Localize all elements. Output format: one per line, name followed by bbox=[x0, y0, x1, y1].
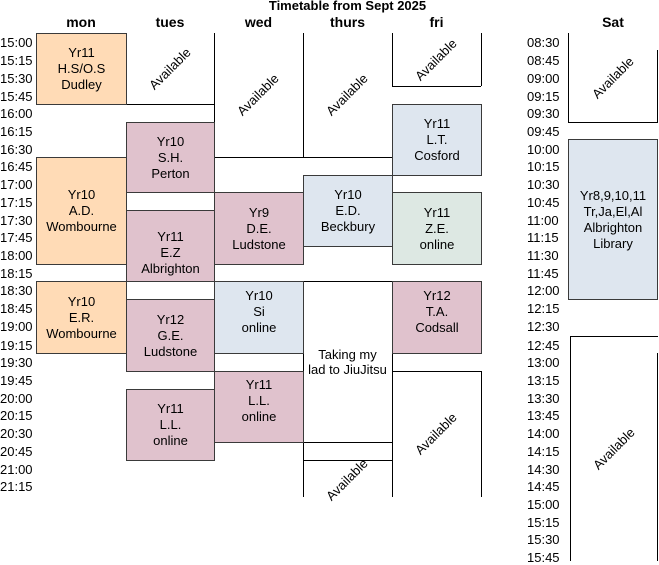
time-label: 11:30 bbox=[527, 248, 559, 263]
time-label: 11:15 bbox=[527, 230, 559, 245]
time-label: 15:45 bbox=[527, 550, 560, 565]
time-label: 15:30 bbox=[527, 532, 560, 547]
time-label: 20:15 bbox=[0, 408, 33, 423]
available-slot-fri-late[interactable]: Available bbox=[412, 409, 461, 458]
time-label: 09:15 bbox=[527, 89, 560, 104]
time-label: 08:30 bbox=[527, 35, 560, 50]
time-label: 15:00 bbox=[0, 35, 33, 50]
time-label: 18:00 bbox=[0, 248, 33, 263]
day-header-sat: Sat bbox=[602, 14, 624, 30]
time-label: 13:15 bbox=[527, 373, 560, 388]
day-header-fri: fri bbox=[429, 14, 444, 30]
time-label: 18:45 bbox=[0, 301, 33, 316]
time-label: 12:45 bbox=[527, 338, 560, 353]
page-title: Timetable from Sept 2025 bbox=[268, 0, 427, 13]
time-label: 21:15 bbox=[0, 479, 33, 494]
time-label: 15:00 bbox=[527, 497, 560, 512]
available-slot-thurs-late[interactable]: Available bbox=[323, 455, 372, 504]
time-label: 10:15 bbox=[527, 159, 560, 174]
time-label: 16:00 bbox=[0, 106, 33, 121]
time-label: 12:15 bbox=[527, 301, 560, 316]
day-header-tues: tues bbox=[155, 14, 185, 30]
time-label: 20:00 bbox=[0, 391, 33, 406]
time-label: 10:00 bbox=[527, 142, 560, 157]
time-label: 18:15 bbox=[0, 266, 33, 281]
time-label: 21:00 bbox=[0, 462, 33, 477]
time-label: 15:30 bbox=[0, 71, 33, 86]
time-label: 09:30 bbox=[527, 106, 560, 121]
time-label: 13:45 bbox=[527, 408, 560, 423]
time-label: 11:45 bbox=[527, 266, 559, 281]
time-label: 09:45 bbox=[527, 124, 560, 139]
time-label: 16:15 bbox=[0, 124, 33, 139]
time-label: 15:15 bbox=[527, 515, 560, 530]
time-label: 08:45 bbox=[527, 53, 560, 68]
time-label: 13:30 bbox=[527, 391, 560, 406]
time-label: 16:45 bbox=[0, 159, 33, 174]
time-label: 19:15 bbox=[0, 338, 33, 353]
time-label: 19:45 bbox=[0, 373, 33, 388]
day-header-mon: mon bbox=[66, 14, 96, 30]
available-slot-wed[interactable]: Available bbox=[234, 70, 283, 119]
day-header-thurs: thurs bbox=[330, 14, 365, 30]
time-label: 10:30 bbox=[527, 177, 560, 192]
time-label: 19:00 bbox=[0, 319, 33, 334]
time-label: 12:00 bbox=[527, 283, 560, 298]
time-label: 13:00 bbox=[527, 355, 560, 370]
time-label: 19:30 bbox=[0, 355, 33, 370]
time-label: 14:30 bbox=[527, 462, 560, 477]
time-label: 17:15 bbox=[0, 195, 33, 210]
time-label: 17:00 bbox=[0, 177, 33, 192]
time-label: 14:00 bbox=[527, 426, 560, 441]
time-label: 12:30 bbox=[527, 319, 560, 334]
available-slot-fri[interactable]: Available bbox=[412, 35, 461, 84]
time-label: 15:45 bbox=[0, 89, 33, 104]
time-label: 20:45 bbox=[0, 444, 33, 459]
available-slot-sat-afternoon[interactable]: Available bbox=[589, 424, 638, 473]
time-label: 20:30 bbox=[0, 426, 33, 441]
time-label: 17:30 bbox=[0, 213, 33, 228]
time-label: 15:15 bbox=[0, 53, 33, 68]
time-label: 09:00 bbox=[527, 71, 560, 86]
day-header-wed: wed bbox=[244, 14, 273, 30]
time-label: 16:30 bbox=[0, 142, 33, 157]
time-label: 18:30 bbox=[0, 283, 33, 298]
time-label: 11:00 bbox=[527, 213, 559, 228]
time-label: 10:45 bbox=[527, 195, 560, 210]
time-label: 17:45 bbox=[0, 230, 33, 245]
time-label: 14:45 bbox=[527, 479, 560, 494]
available-slot-tues[interactable]: Available bbox=[145, 44, 194, 93]
available-slot-thurs[interactable]: Available bbox=[323, 70, 372, 119]
time-label: 14:15 bbox=[527, 444, 560, 459]
available-slot-sat-morning[interactable]: Available bbox=[588, 53, 637, 102]
